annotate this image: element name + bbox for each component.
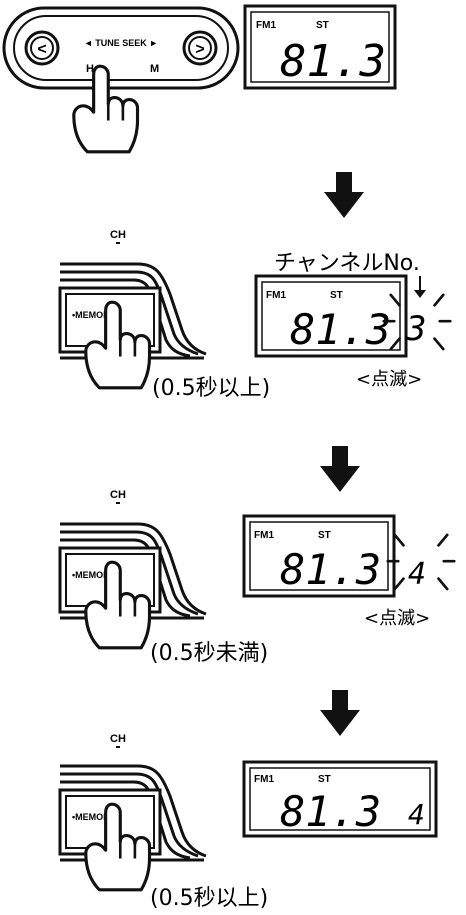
blink-label: <点滅>: [364, 608, 430, 629]
frequency-readout: 81.3: [280, 36, 386, 87]
stereo-indicator: ST: [318, 774, 331, 785]
channel-number-caption: チャンネルNo.: [274, 251, 420, 276]
stereo-indicator: ST: [316, 20, 329, 31]
step-4: CH •MEMORY (0.5秒以上) FM1 ST 81.3 4: [58, 733, 438, 911]
down-arrow-icon: [320, 690, 360, 736]
memory-label: •MEMORY: [72, 310, 115, 320]
frequency-readout: 81.3: [280, 787, 381, 836]
tune-seek-high-label: M: [150, 63, 159, 75]
chevron-left-icon: <: [37, 41, 46, 58]
tune-seek-low-label: H: [86, 63, 94, 75]
step-2: CH •MEMORY (0.5秒以上) チャンネルNo. FM1 ST 81.3…: [58, 229, 452, 401]
press-duration-label: (0.5秒以上): [152, 376, 270, 401]
channel-number-readout: 3: [405, 309, 426, 349]
memory-label: •MEMORY: [72, 570, 115, 580]
chevron-right-icon: >: [195, 41, 204, 58]
frequency-readout: 81.3: [280, 545, 381, 594]
ch-label: CH: [110, 229, 126, 241]
seek-right-button[interactable]: >: [182, 30, 218, 66]
tune-seek-control[interactable]: < > ◄ TUNE SEEK ► H M: [2, 6, 240, 90]
ch-label: CH: [110, 733, 126, 745]
tune-seek-label: ◄ TUNE SEEK ►: [84, 38, 158, 48]
band-indicator: FM1: [254, 774, 274, 785]
press-duration-label: (0.5秒未満): [150, 641, 268, 666]
ch-label: CH: [110, 489, 126, 501]
seek-left-button[interactable]: <: [24, 30, 60, 66]
lcd-display-1: FM1 ST 81.3: [243, 4, 397, 90]
band-indicator: FM1: [266, 290, 286, 301]
down-arrow-icon: [324, 172, 364, 218]
frequency-readout: 81.3: [290, 305, 391, 354]
press-duration-label: (0.5秒以上): [150, 886, 268, 911]
stereo-indicator: ST: [330, 290, 343, 301]
band-indicator: FM1: [254, 530, 274, 541]
memory-label: •MEMORY: [72, 812, 115, 822]
down-arrow-icon: [320, 446, 360, 492]
stereo-indicator: ST: [318, 530, 331, 541]
channel-number-readout: 4: [408, 798, 425, 831]
band-indicator: FM1: [256, 20, 276, 31]
blink-label: <点滅>: [356, 369, 422, 390]
step-3: CH •MEMORY (0.5秒未満) FM1 ST 81.3 4 <点滅>: [58, 489, 456, 666]
channel-number-readout: 4: [408, 557, 426, 592]
